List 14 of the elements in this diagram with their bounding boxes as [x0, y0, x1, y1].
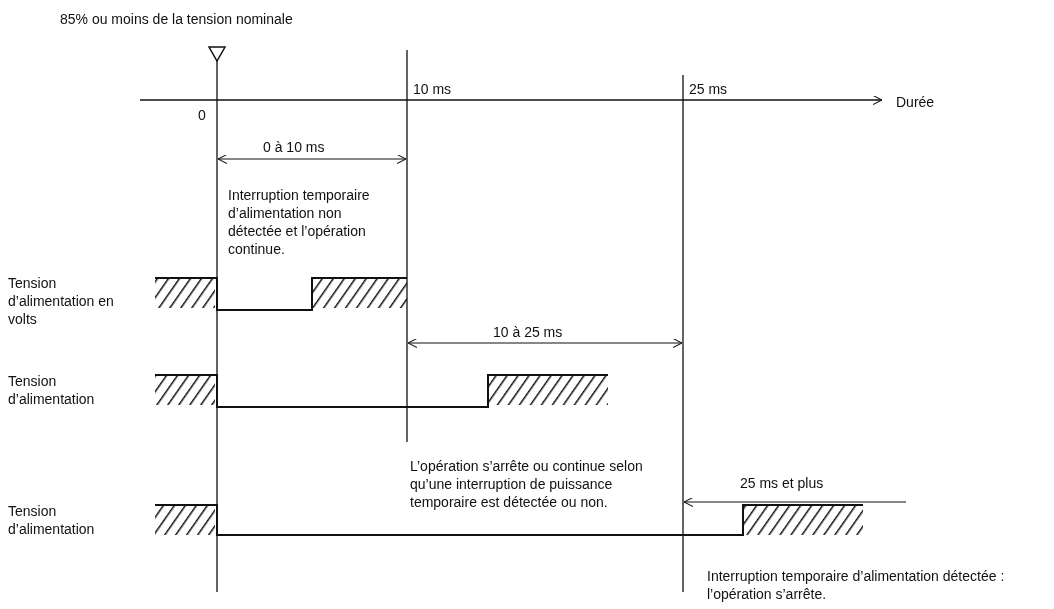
note-text: Interruption temporaire d’alimentation non détectée et l’opération continue. [228, 186, 371, 258]
dimension-label: 0 à 10 ms [263, 138, 325, 156]
signal-label: Tension d’alimentation en volts [8, 274, 115, 328]
tick-label: 10 ms [413, 80, 452, 98]
title-text: 85% ou moins de la tension nominale [60, 10, 293, 28]
signal-label: Tension d’alimentation [8, 502, 96, 538]
signal-label: Tension d’alimentation [8, 372, 96, 408]
note-text: Interruption temporaire d’alimentation détectée : l’opération s’arrête. [707, 567, 1006, 603]
dimension-label: 10 à 25 ms [493, 323, 563, 341]
note-text: L’opération s’arrête ou continue selon qu’une interruption de puissance temporaire est détectée ou non. [410, 457, 644, 511]
dimension-label: 25 ms et plus [740, 474, 824, 492]
axis-label: Durée [896, 93, 935, 111]
tick-label: 25 ms [689, 80, 728, 98]
tick-label: 0 [198, 106, 206, 124]
